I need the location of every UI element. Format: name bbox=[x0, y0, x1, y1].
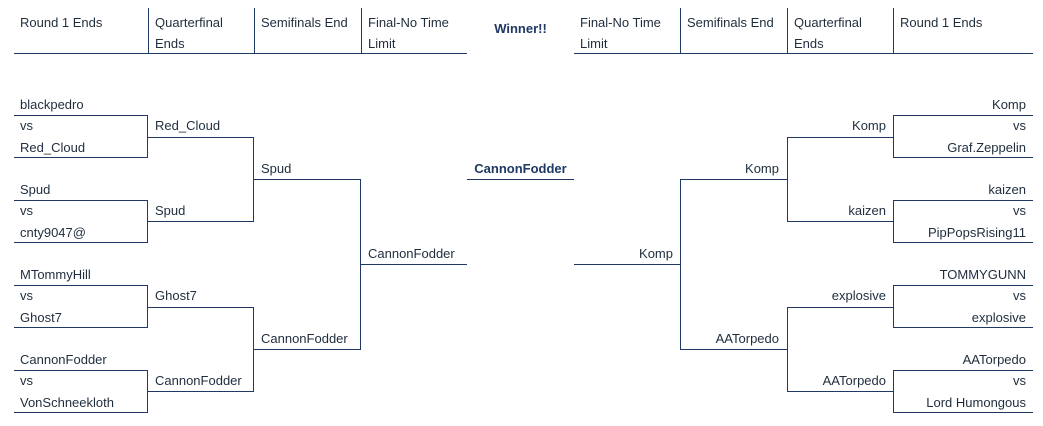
left-r1-connector bbox=[147, 370, 148, 413]
right-qf-1: Komp bbox=[852, 118, 886, 133]
right-match-3-player-a: TOMMYGUNN bbox=[939, 267, 1026, 282]
header-semifinal-left: Semifinals End bbox=[254, 8, 361, 53]
header-round1-right: Round 1 Ends bbox=[893, 8, 1033, 53]
left-r1-line bbox=[14, 327, 148, 328]
right-r1-line bbox=[893, 370, 1033, 371]
right-r1-line bbox=[893, 200, 1033, 201]
left-qf-1: Red_Cloud bbox=[155, 118, 221, 133]
champion-name: CannonFodder bbox=[474, 161, 567, 176]
winner-title: Winner!! bbox=[494, 21, 547, 36]
left-r1-line bbox=[14, 115, 148, 116]
left-match-2-player-b: cnty9047@ bbox=[20, 225, 86, 240]
left-qf-connector bbox=[253, 137, 254, 222]
left-sf-connector bbox=[360, 179, 361, 350]
right-r1-connector bbox=[893, 370, 894, 413]
left-sf-line bbox=[254, 179, 361, 180]
right-match-1-vs: vs bbox=[1013, 118, 1026, 133]
right-qf-line bbox=[787, 391, 893, 392]
left-match-4-vs: vs bbox=[20, 373, 33, 388]
header-round1-left: Round 1 Ends bbox=[20, 15, 103, 30]
header-underline-right bbox=[574, 53, 1033, 54]
right-r1-line bbox=[893, 327, 1033, 328]
left-r1-line bbox=[14, 412, 148, 413]
left-qf-line bbox=[148, 221, 254, 222]
left-r1-line bbox=[14, 200, 148, 201]
left-final: CannonFodder bbox=[368, 246, 455, 261]
right-qf-connector bbox=[787, 307, 788, 392]
left-qf-4: CannonFodder bbox=[155, 373, 242, 388]
left-match-1-player-a: blackpedro bbox=[20, 97, 84, 112]
right-r1-connector bbox=[893, 285, 894, 328]
header-quarterfinal-right: Quarterfinal Ends bbox=[787, 8, 893, 53]
left-match-4-player-a: CannonFodder bbox=[20, 352, 107, 367]
left-r1-line bbox=[14, 242, 148, 243]
left-r1-line bbox=[14, 157, 148, 158]
right-r1-line bbox=[893, 285, 1033, 286]
left-sf-1: Spud bbox=[261, 161, 292, 176]
left-r1-line bbox=[14, 285, 148, 286]
right-r1-line bbox=[893, 115, 1033, 116]
right-match-3-vs: vs bbox=[1013, 288, 1026, 303]
left-qf-3: Ghost7 bbox=[155, 288, 197, 303]
left-r1-connector bbox=[147, 200, 148, 243]
right-qf-2: kaizen bbox=[848, 203, 886, 218]
left-r1-connector bbox=[147, 285, 148, 328]
right-sf-connector bbox=[680, 179, 681, 350]
header-final-left: Final-No Time Limit bbox=[361, 8, 467, 53]
right-qf-line bbox=[787, 221, 893, 222]
left-match-3-vs: vs bbox=[20, 288, 33, 303]
left-final-line bbox=[361, 264, 467, 265]
left-match-1-player-b: Red_Cloud bbox=[20, 140, 86, 155]
left-match-3-player-a: MTommyHill bbox=[20, 267, 91, 282]
right-match-1-player-a: Komp bbox=[992, 97, 1026, 112]
left-sf-2: CannonFodder bbox=[261, 331, 348, 346]
right-qf-line bbox=[787, 137, 893, 138]
right-r1-connector bbox=[893, 115, 894, 158]
right-final: Komp bbox=[639, 246, 673, 261]
left-r1-connector bbox=[147, 115, 148, 158]
right-match-4-vs: vs bbox=[1013, 373, 1026, 388]
left-match-4-player-b: VonSchneekloth bbox=[20, 395, 114, 410]
right-sf-line bbox=[680, 179, 787, 180]
left-match-2-vs: vs bbox=[20, 203, 33, 218]
left-qf-line bbox=[148, 391, 254, 392]
left-match-2-player-a: Spud bbox=[20, 182, 51, 197]
right-sf-1: Komp bbox=[745, 161, 779, 176]
right-match-2-vs: vs bbox=[1013, 203, 1026, 218]
right-qf-connector bbox=[787, 137, 788, 222]
left-match-3-player-b: Ghost7 bbox=[20, 310, 62, 325]
right-sf-2: AATorpedo bbox=[715, 331, 779, 346]
right-qf-line bbox=[787, 307, 893, 308]
header-quarterfinal-left: Quarterfinal Ends bbox=[148, 8, 254, 53]
right-final-line bbox=[574, 264, 680, 265]
right-qf-4: AATorpedo bbox=[822, 373, 886, 388]
left-qf-line bbox=[148, 307, 254, 308]
left-qf-connector bbox=[253, 307, 254, 392]
champion-line bbox=[467, 179, 574, 180]
right-match-2-player-b: PipPopsRising11 bbox=[927, 225, 1026, 240]
left-qf-2: Spud bbox=[155, 203, 186, 218]
right-match-2-player-a: kaizen bbox=[988, 182, 1026, 197]
right-r1-line bbox=[893, 157, 1033, 158]
header-semifinal-right: Semifinals End bbox=[680, 8, 787, 53]
right-qf-3: explosive bbox=[831, 288, 886, 303]
left-r1-line bbox=[14, 370, 148, 371]
right-match-4-player-b: Lord Humongous bbox=[926, 395, 1026, 410]
right-match-1-player-b: Graf.Zeppelin bbox=[947, 140, 1026, 155]
header-underline-left bbox=[14, 53, 467, 54]
left-sf-line bbox=[254, 349, 361, 350]
right-sf-line bbox=[680, 349, 787, 350]
left-qf-line bbox=[148, 137, 254, 138]
right-r1-connector bbox=[893, 200, 894, 243]
right-r1-line bbox=[893, 412, 1033, 413]
header-final-right: Final-No Time Limit bbox=[580, 15, 661, 51]
right-r1-line bbox=[893, 242, 1033, 243]
left-match-1-vs: vs bbox=[20, 118, 33, 133]
right-match-3-player-b: explosive bbox=[971, 310, 1026, 325]
right-match-4-player-a: AATorpedo bbox=[962, 352, 1026, 367]
